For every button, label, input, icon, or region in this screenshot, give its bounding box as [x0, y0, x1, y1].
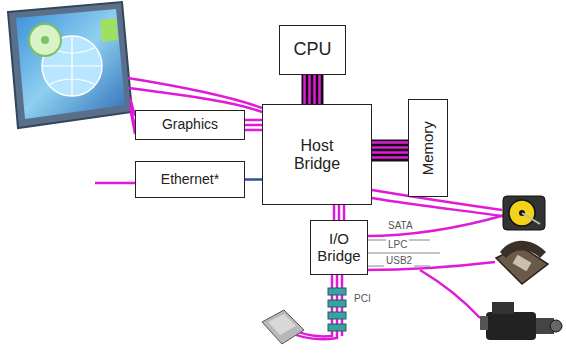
- signal-name: SATA: [386, 220, 415, 232]
- bus-connector: [305, 75, 320, 104]
- bridge-box: I/O Bridge: [310, 220, 368, 275]
- pci-card-icon: [262, 310, 304, 344]
- box-label: Graphics: [162, 117, 218, 132]
- bus-connector: [245, 120, 262, 130]
- signal-name: LPC: [386, 239, 409, 251]
- box-label: Ethernet*: [161, 172, 219, 187]
- bus-connector: [372, 143, 408, 158]
- bus-wires: [95, 78, 505, 339]
- box-label: I/O Bridge: [316, 231, 362, 264]
- box-label: Memory: [420, 121, 437, 175]
- thin-wire: [365, 240, 430, 266]
- bus-connector: [245, 179, 262, 180]
- memory-box: Memory: [408, 99, 448, 197]
- hard-drive-icon: [503, 196, 545, 230]
- bridge-box: Host Bridge: [262, 104, 372, 205]
- cpu-box: CPU: [279, 25, 346, 75]
- box-label: CPU: [293, 40, 331, 60]
- bus-connector: [334, 205, 344, 220]
- signal-name: USB2: [384, 255, 414, 267]
- monitor-icon: [8, 2, 132, 128]
- ethernet-box: Ethernet*: [135, 161, 245, 198]
- lpc-wire: [365, 253, 440, 254]
- pci-slots: [328, 288, 346, 331]
- box-label: Host Bridge: [286, 137, 348, 172]
- signal-name: PCI: [352, 293, 373, 305]
- camcorder-icon: [480, 302, 562, 340]
- phone-icon: [496, 241, 548, 284]
- graphics-box: Graphics: [135, 110, 245, 140]
